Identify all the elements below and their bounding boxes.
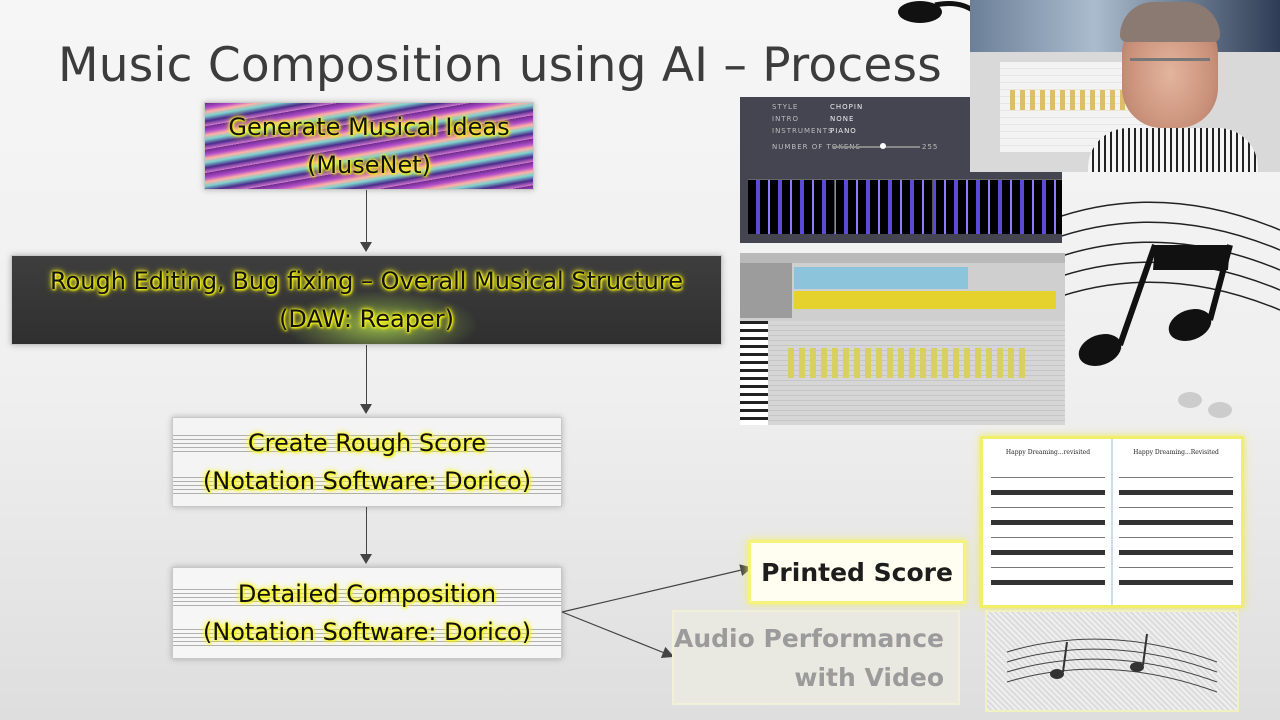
musenet-intro-label: INTRO [772, 115, 799, 123]
flow-arrow-1-head [360, 242, 372, 252]
reaper-piano-keys [740, 321, 768, 425]
flow-arrow-2 [366, 345, 367, 405]
audio-performance-box: Audio Performance with Video [672, 610, 960, 705]
step-detailed-composition-title: Detailed Composition [237, 580, 497, 608]
step-generate-ideas-title: Generate Musical Ideas [228, 113, 510, 141]
arrow-to-printed-score [561, 564, 753, 613]
step-rough-editing-tool: (DAW: Reaper) [279, 305, 454, 333]
music-notes-icon [1049, 201, 1280, 418]
flow-arrow-3 [366, 507, 367, 555]
audio-performance-line2: with Video [794, 662, 944, 692]
printed-sheet-music-image: Happy Dreaming...revisited Happy Dreamin… [980, 436, 1244, 608]
musenet-tokens-value: 255 [922, 143, 939, 151]
musenet-divider [932, 179, 933, 233]
staff-lines-decoration [173, 474, 561, 494]
presenter-video [970, 0, 1280, 172]
musenet-tokens-slider-handle[interactable] [880, 143, 886, 149]
step-rough-editing-title: Rough Editing, Bug fixing – Overall Musi… [50, 267, 683, 295]
daw-screen-notes-marks [1010, 90, 1150, 110]
reaper-track-blue [794, 267, 968, 289]
reaper-toolbar [740, 253, 1065, 263]
step-generate-ideas: Generate Musical Ideas (MuseNet) [204, 102, 534, 190]
reaper-track-panel [740, 263, 792, 318]
step-detailed-composition-tool: (Notation Software: Dorico) [202, 618, 532, 646]
step-rough-score-title: Create Rough Score [247, 429, 487, 457]
musenet-piano-roll [748, 179, 1062, 234]
audio-video-thumbnail [985, 610, 1239, 712]
sheet-page-left: Happy Dreaming...revisited [987, 443, 1109, 599]
slide-title: Music Composition using AI – Process [58, 38, 942, 93]
musenet-tokens-label: NUMBER OF TOKENS [772, 143, 861, 151]
step-rough-editing: Rough Editing, Bug fixing – Overall Musi… [11, 255, 722, 345]
step-rough-score: Create Rough Score (Notation Software: D… [172, 417, 562, 507]
flow-arrow-3-head [360, 554, 372, 564]
step-rough-score-tool: (Notation Software: Dorico) [202, 467, 532, 495]
staff-lines-decoration [173, 432, 561, 452]
reaper-daw-screenshot [740, 253, 1065, 425]
sheet-page-right: Happy Dreaming...Revisited [1115, 443, 1237, 599]
flow-arrow-2-head [360, 404, 372, 414]
audio-performance-line1: Audio Performance [674, 623, 944, 653]
staff-lines-decoration [173, 626, 561, 646]
musenet-divider [834, 179, 835, 233]
presenter-hair [1120, 2, 1220, 42]
presenter-glasses [1130, 58, 1210, 75]
staff-lines-decoration [173, 586, 561, 606]
sheet-right-title: Happy Dreaming...Revisited [1133, 449, 1219, 456]
step-detailed-composition: Detailed Composition (Notation Software:… [172, 567, 562, 659]
reaper-midi-notes [788, 348, 1028, 378]
flow-arrow-1 [366, 190, 367, 242]
musenet-instruments-value: PIANO [830, 127, 857, 135]
musenet-intro-value: NONE [830, 115, 855, 123]
step-generate-ideas-tool: (MuseNet) [306, 151, 432, 179]
sheet-right-staves [1119, 465, 1233, 595]
musenet-instruments-label: INSTRUMENTS [772, 127, 834, 135]
sheet-left-staves [991, 465, 1105, 595]
music-notes-icon [1006, 633, 1218, 693]
musenet-style-value: CHOPIN [830, 103, 864, 111]
music-notes-icon [898, 1, 977, 23]
reaper-track-yellow [794, 291, 1056, 309]
printed-score-box: Printed Score [748, 540, 966, 604]
musenet-tokens-slider[interactable] [832, 146, 920, 148]
sheet-left-title: Happy Dreaming...revisited [1005, 449, 1091, 456]
sheet-divider [1111, 439, 1113, 605]
presenter-shirt [1088, 128, 1258, 172]
arrow-to-audio [561, 611, 675, 659]
musenet-style-label: STYLE [772, 103, 799, 111]
